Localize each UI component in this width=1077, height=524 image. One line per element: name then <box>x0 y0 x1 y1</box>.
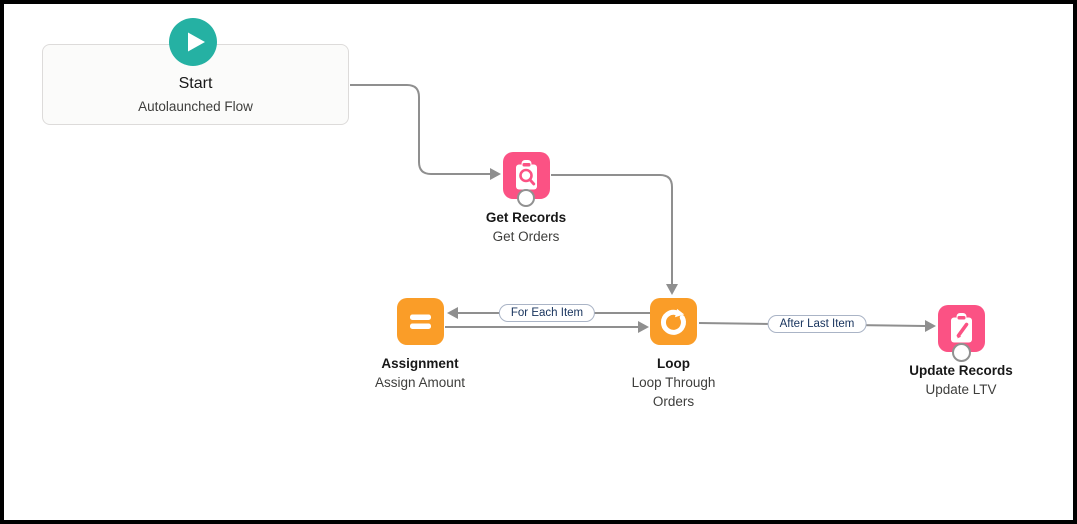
connector-get-records-to-loop[interactable] <box>551 174 678 295</box>
node-labels: Assignment Assign Amount <box>375 354 465 392</box>
flow-canvas[interactable]: Start Autolaunched Flow Get Records Get … <box>4 4 1073 520</box>
node-title: Assignment <box>381 356 459 371</box>
node-labels: Loop Loop Through Orders <box>623 354 724 411</box>
node-assignment[interactable]: Assignment Assign Amount <box>355 298 485 392</box>
start-subtitle: Autolaunched Flow <box>138 99 253 114</box>
node-subtitle: Update LTV <box>925 382 997 397</box>
play-icon-glyph <box>188 32 205 52</box>
node-get-records[interactable]: Get Records Get Orders <box>456 152 596 246</box>
arrowhead <box>638 321 649 333</box>
play-icon[interactable] <box>169 18 217 66</box>
node-labels: Get Records Get Orders <box>486 208 566 246</box>
node-title: Loop <box>657 356 690 371</box>
node-labels: Update Records Update LTV <box>909 361 1013 399</box>
connector-port[interactable] <box>517 189 535 207</box>
start-title: Start <box>178 75 213 92</box>
node-title: Get Records <box>485 210 567 225</box>
equals-glyph <box>409 314 431 329</box>
arrowhead <box>925 320 936 332</box>
connector-assignment-to-loop[interactable] <box>445 321 649 333</box>
connector-port[interactable] <box>952 343 971 362</box>
equals-icon[interactable] <box>396 298 444 345</box>
node-subtitle: Get Orders <box>492 229 560 244</box>
loop-arrow-icon[interactable] <box>650 298 697 345</box>
node-subtitle: Loop Through Orders <box>631 375 716 409</box>
clipboard-pencil-glyph <box>950 313 972 343</box>
arrowhead <box>666 284 678 295</box>
connector-label-after-last-item[interactable]: After Last Item <box>767 315 867 333</box>
connector-label-for-each-item[interactable]: For Each Item <box>498 304 596 322</box>
node-loop[interactable]: Loop Loop Through Orders <box>623 298 724 411</box>
loop-arrow-glyph <box>660 308 686 335</box>
arrowhead <box>447 307 458 319</box>
node-subtitle: Assign Amount <box>374 375 466 390</box>
clipboard-search-glyph <box>515 160 537 190</box>
connector-start-to-get-records[interactable] <box>350 84 501 180</box>
node-update-records[interactable]: Update Records Update LTV <box>886 305 1036 399</box>
node-title: Update Records <box>909 363 1013 378</box>
arrowhead <box>490 168 501 180</box>
